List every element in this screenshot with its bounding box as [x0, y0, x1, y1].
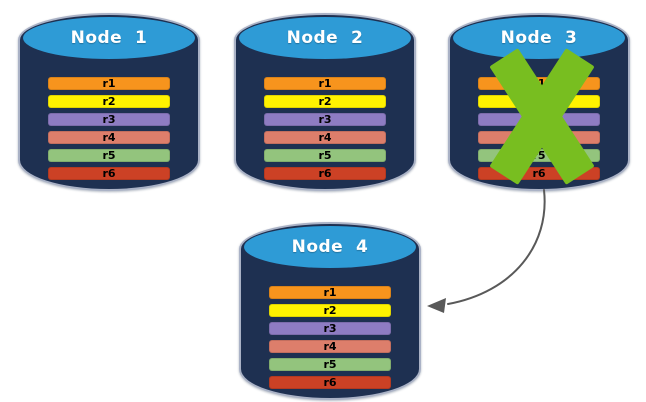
cylinder-top: [244, 226, 416, 268]
replica-row-r4: r4: [264, 131, 386, 144]
replica-row-r5: r5: [48, 149, 170, 162]
node-title: Node 1: [70, 28, 148, 48]
failover-arrowhead-icon: [427, 298, 446, 313]
cylinder-top: [23, 17, 195, 59]
replica-row-r6: r6: [269, 376, 391, 389]
replica-row-r5: r5: [269, 358, 391, 371]
replica-row-r3: r3: [48, 113, 170, 126]
replica-row-r3: r3: [269, 322, 391, 335]
replica-rows: r1 r2 r3 r4 r5 r6: [269, 286, 391, 389]
node-4: Node 4 r1 r2 r3 r4 r5 r6: [239, 222, 421, 400]
replica-row-r4: r4: [478, 131, 600, 144]
node-title: Node 3: [500, 28, 578, 48]
replica-row-r3: r3: [264, 113, 386, 126]
replica-row-r4: r4: [48, 131, 170, 144]
replica-row-r6: r6: [48, 167, 170, 180]
replica-row-r2: r2: [264, 95, 386, 108]
replica-rows: r1 r2 r3 r4 r5 r6: [478, 77, 600, 180]
node-title: Node 2: [286, 28, 364, 48]
cylinder-top: [239, 17, 411, 59]
replica-row-r2: r2: [48, 95, 170, 108]
replica-row-r2: r2: [269, 304, 391, 317]
replica-row-r3: r3: [478, 113, 600, 126]
replica-row-r5: r5: [264, 149, 386, 162]
failover-arrow-line: [447, 189, 546, 305]
replica-rows: r1 r2 r3 r4 r5 r6: [264, 77, 386, 180]
replica-row-r2: r2: [478, 95, 600, 108]
replica-rows: r1 r2 r3 r4 r5 r6: [48, 77, 170, 180]
replica-row-r1: r1: [269, 286, 391, 299]
replica-row-r6: r6: [264, 167, 386, 180]
node-title: Node 4: [291, 237, 369, 257]
node-3: Node 3 r1 r2 r3 r4 r5 r6: [448, 13, 630, 191]
node-1: Node 1 r1 r2 r3 r4 r5 r6: [18, 13, 200, 191]
replica-row-r1: r1: [48, 77, 170, 90]
replica-row-r4: r4: [269, 340, 391, 353]
replica-row-r6: r6: [478, 167, 600, 180]
replica-row-r5: r5: [478, 149, 600, 162]
replica-row-r1: r1: [478, 77, 600, 90]
replica-row-r1: r1: [264, 77, 386, 90]
node-2: Node 2 r1 r2 r3 r4 r5 r6: [234, 13, 416, 191]
